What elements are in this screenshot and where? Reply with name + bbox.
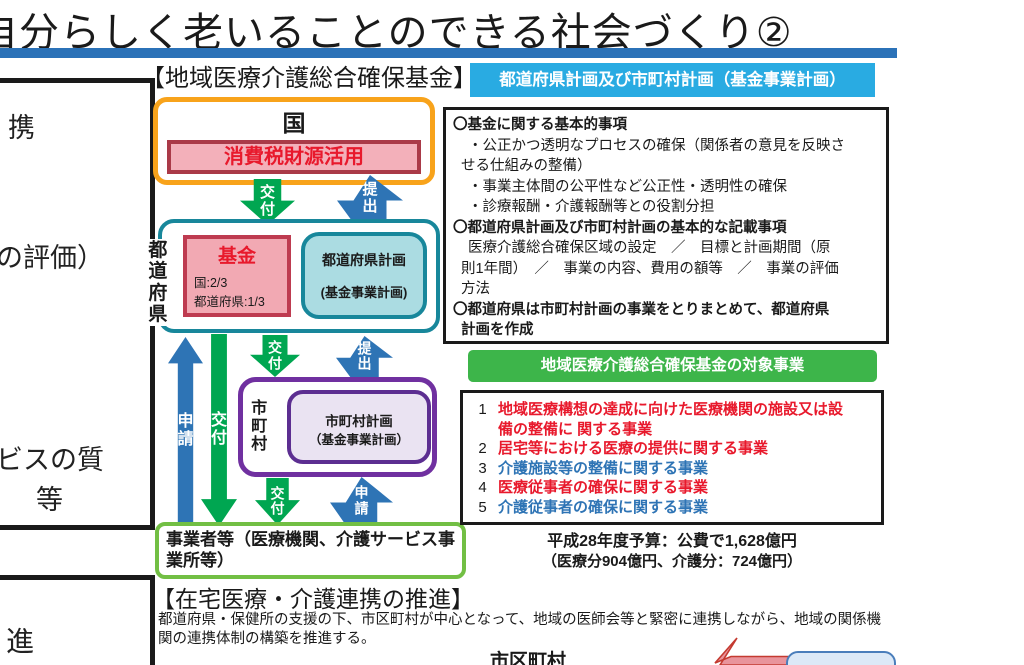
prefecture-plan-line2: (基金事業計画): [320, 285, 408, 300]
prefecture-plan-line1: 都道府県計画: [322, 252, 406, 268]
plan-line: 医療介護総合確保区域の設定 ／ 目標と計画期間（原: [468, 240, 831, 256]
fund-box: 基金 国:2/3 都道府県:1/3: [183, 235, 291, 317]
left-panel-box: [0, 78, 155, 530]
budget-line2: （医療分904億円、介護分：724億円）: [541, 553, 803, 570]
project-text: 介護従事者の確保に関する事業: [498, 498, 709, 516]
plan-panel-box: 〇基金に関する基本的事項 ・公正かつ透明なプロセスの確保（関係者の意見を反映さ …: [443, 107, 889, 344]
submit-up-arrow-mid: 提出: [336, 336, 393, 377]
plan-line: 〇都道府県は市町村計画の事業をとりまとめて、都道府県: [453, 301, 830, 318]
homecare-municipality-label: 市区町村: [490, 651, 567, 665]
municipality-plan-line1: 市町村計画: [325, 414, 393, 429]
municipality-side-label: 市町村: [251, 400, 268, 453]
project-item: 5 介護従事者の確保に関する事業: [473, 498, 877, 518]
fund-share-national: 国:2/3: [194, 276, 228, 290]
project-text: 地域医療構想の達成に向けた医療機関の施設又は設備の整備に 関する事業: [498, 401, 844, 438]
fund-title: 基金: [217, 246, 256, 267]
plan-line: ・診療報酬・介護報酬等との役割分担: [468, 199, 715, 215]
plan-line: ・公正かつ透明なプロセスの確保（関係者の意見を反映さ: [468, 137, 845, 154]
municipality-plan-line2: （基金事業計画）: [308, 433, 409, 447]
grant-bottom-label: 交付: [270, 484, 285, 517]
plan-line: せる仕組みの整備）: [461, 158, 592, 174]
municipality-box: 市町村 市町村計画 （基金事業計画）: [238, 377, 437, 477]
municipality-plan-box: 市町村計画 （基金事業計画）: [287, 390, 431, 464]
project-number: 2: [478, 440, 487, 457]
plan-line: 方法: [461, 281, 490, 297]
title-underline-bar: [0, 48, 897, 58]
project-text: 医療従事者の確保に関する事業: [498, 479, 709, 496]
project-number: 1: [478, 401, 487, 418]
submit-mid-label: 提出: [357, 339, 372, 372]
fund-diagram-title: 【地域医療介護総合確保基金】: [141, 65, 477, 92]
plan-line: ・事業主体間の公平性など公正性・透明性の確保: [468, 178, 787, 195]
budget-line1: 平成28年度予算：公費で1,628億円: [547, 533, 797, 550]
apply-left-label: 申請: [177, 413, 194, 448]
plan-line: 〇基金に関する基本的事項: [453, 117, 627, 133]
project-number: 3: [478, 459, 487, 477]
consumption-tax-label: 消費税財源活用: [224, 146, 364, 168]
budget-note: 平成28年度予算：公費で1,628億円 （医療分904億円、介護分：724億円）: [460, 531, 884, 572]
homecare-section-body: 都道府県・保健所の支援の下、市区町村が中心となって、地域の医師会等と緊密に連携し…: [158, 612, 882, 647]
red-arrow-icon: [714, 637, 794, 665]
apply-up-arrow-bottom: 申請: [330, 477, 393, 525]
grant-top-label: 交付: [259, 184, 275, 218]
grant-down-arrow-bottom: 交付: [255, 478, 300, 525]
grant-down-arrow-left: 交付: [201, 334, 237, 526]
plan-line: 則1年間） ／ 事業の内容、費用の額等 ／ 事業の評価: [461, 260, 839, 277]
submit-top-label: 提出: [362, 181, 378, 215]
project-item: 3 介護施設等の整備に関する事業: [473, 459, 877, 479]
page-title: 自分らしく老いることのできる社会づくり②: [0, 11, 793, 55]
plan-line: 計画を作成: [461, 322, 534, 338]
prefecture-box: 都道府県 基金 国:2/3 都道府県:1/3 都道府県計画 (基金事業計画): [147, 219, 440, 333]
homecare-section-title: 【在宅医療・介護連携の推進】: [152, 586, 474, 612]
grant-mid-label: 交付: [268, 339, 282, 371]
left-fragment-2: の評価）: [0, 243, 104, 273]
project-text: 介護施設等の整備に関する事業: [498, 459, 709, 477]
project-number: 4: [478, 479, 487, 496]
left-fragment-3: ビスの質: [0, 445, 104, 475]
national-label: 国: [282, 110, 306, 136]
left-fragment-1: 携: [8, 113, 35, 143]
provider-box: 事業者等（医療機関、介護サービス事業所等）: [155, 522, 466, 579]
left-fragment-4: 等: [36, 485, 63, 515]
project-text: 居宅等における医療の提供に関する事業: [498, 440, 769, 457]
consumption-tax-box: 消費税財源活用: [167, 140, 421, 174]
project-item: 4 医療従事者の確保に関する事業: [473, 478, 877, 498]
fund-share-prefecture: 都道府県:1/3: [194, 295, 265, 309]
project-item: 2 居宅等における医療の提供に関する事業: [473, 439, 877, 459]
projects-panel-box: 1 地域医療構想の達成に向けた医療機関の施設又は設備の整備に 関する事業 2 居…: [460, 390, 884, 525]
national-government-box: 国 消費税財源活用: [153, 97, 435, 185]
projects-panel-header: 地域医療介護総合確保基金の対象事業: [468, 350, 877, 382]
apply-bottom-label: 申請: [354, 484, 369, 516]
prefecture-plan-box: 都道府県計画 (基金事業計画): [301, 232, 427, 319]
apply-up-arrow-left: 申請: [168, 337, 203, 525]
prefecture-side-label: 都道府県: [147, 239, 169, 327]
left-bottom-panel-box: [0, 575, 155, 665]
grant-left-label: 交付: [210, 412, 228, 447]
left-fragment-5: 進: [6, 626, 35, 657]
plan-line: 〇都道府県計画及び市町村計画の基本的な記載事項: [453, 219, 787, 236]
grant-down-arrow-mid: 交付: [250, 335, 300, 377]
bottom-callout-box: [786, 651, 896, 665]
project-item: 1 地域医療構想の達成に向けた医療機関の施設又は設備の整備に 関する事業: [473, 400, 877, 439]
plan-panel-header: 都道府県計画及び市町村計画（基金事業計画）: [470, 63, 875, 97]
project-number: 5: [478, 498, 487, 516]
